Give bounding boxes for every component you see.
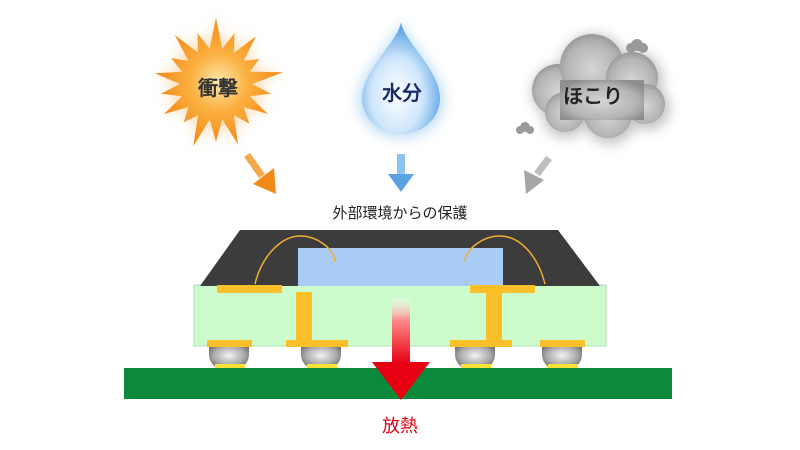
impact-burst-icon — [154, 18, 283, 146]
semiconductor-die — [298, 248, 503, 286]
dust-cloud-icon — [516, 34, 670, 144]
dust-puff-icon — [516, 39, 648, 134]
heat-dissipation-arrow — [372, 297, 430, 400]
dust-arrow — [524, 155, 552, 194]
protection-caption: 外部環境からの保護 — [332, 204, 468, 222]
water-drop-icon — [358, 20, 444, 138]
bond-wire-right — [464, 235, 546, 285]
moisture-label: 水分 — [382, 81, 422, 105]
dust-label: ほこり — [563, 84, 623, 108]
via-right — [486, 292, 502, 340]
impact-arrow — [244, 152, 276, 194]
moisture-arrow — [388, 154, 414, 192]
bond-wire-left — [254, 235, 336, 285]
heat-dissipation-caption: 放熱 — [382, 416, 418, 437]
via-left — [296, 292, 312, 340]
impact-label: 衝撃 — [198, 76, 238, 100]
